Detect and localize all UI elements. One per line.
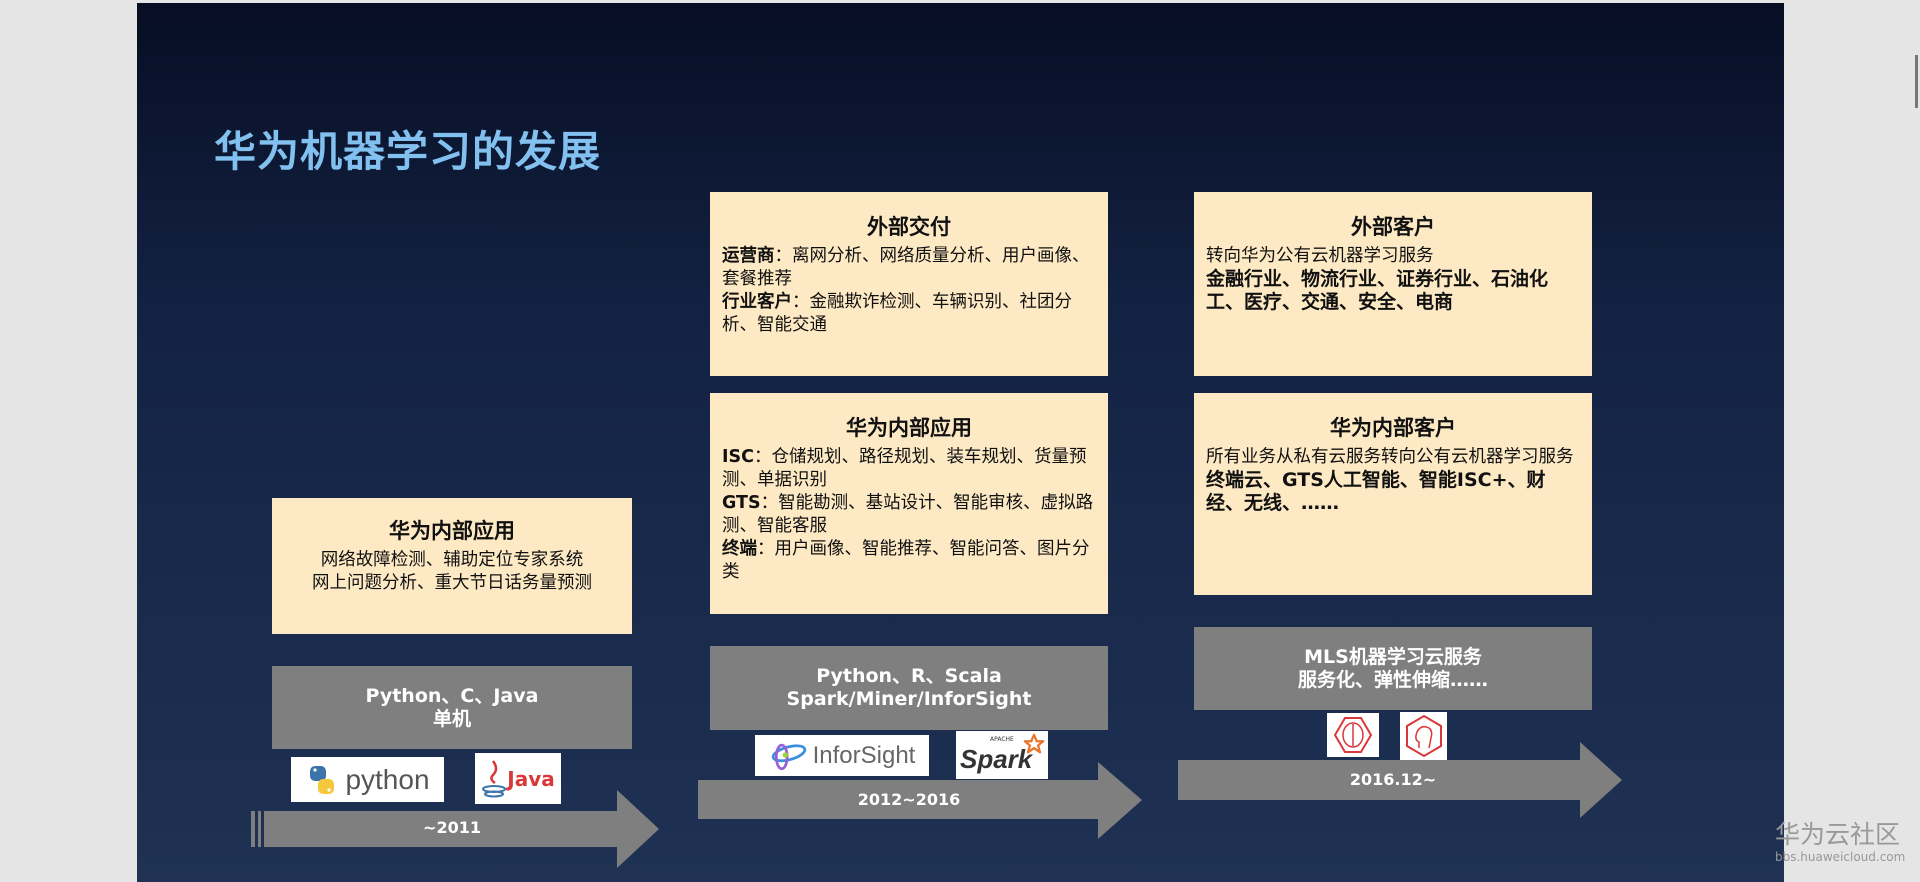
box-item: 行业客户：金融欺诈检测、车辆识别、社团分析、智能交通 [722, 292, 1072, 335]
internal-customer-box: 华为内部客户 所有业务从私有云服务转向公有云机器学习服务 终端云、GTS人工智能… [1194, 393, 1592, 595]
box-plain: 所有业务从私有云服务转向公有云机器学习服务 [1206, 447, 1574, 467]
tech-line: Spark/Miner/InforSight [786, 688, 1032, 710]
box-line: 网络故障检测、辅助定位专家系统 [320, 550, 584, 570]
tech-line: 单机 [432, 707, 471, 730]
watermark-name: 华为云社区 [1775, 820, 1901, 849]
scrollbar[interactable] [1915, 55, 1918, 108]
java-logo-text: Java [507, 766, 555, 791]
inforsight-logo: InforSight [755, 735, 929, 776]
tech-line: Python、C、Java [365, 684, 539, 707]
box-heading: 华为内部客户 [1330, 416, 1456, 440]
tech-box-2016: MLS机器学习云服务 服务化、弹性伸缩…… [1194, 627, 1592, 710]
python-logo-text: python [345, 763, 430, 795]
spark-logo-text: Spark [960, 744, 1033, 774]
box-item: GTS：智能勘测、基站设计、智能审核、虚拟路测、智能客服 [722, 493, 1094, 536]
box-heading: 外部客户 [1351, 215, 1435, 239]
external-delivery-box: 外部交付 运营商：离网分析、网络质量分析、用户画像、套餐推荐 行业客户：金融欺诈… [710, 192, 1108, 376]
spark-logo: APACHE Spark [956, 731, 1048, 779]
inforsight-logo-text: InforSight [812, 741, 916, 769]
java-logo: Java [475, 753, 561, 804]
timeline-arrow-2012 [698, 762, 1144, 840]
butterfly-icon [771, 743, 806, 770]
timeline-arrow-2016 [1178, 742, 1624, 820]
box-item: 运营商：离网分析、网络质量分析、用户画像、套餐推荐 [722, 246, 1090, 289]
tech-box-2011: Python、C、Java 单机 [272, 666, 632, 749]
java-cup-icon [482, 759, 507, 797]
internal-app-box-2012: 华为内部应用 ISC：仓储规划、路径规划、装车规划、货量预测、单据识别 GTS：… [710, 393, 1108, 614]
tech-box-2012: Python、R、Scala Spark/Miner/InforSight [710, 646, 1108, 730]
watermark-url: bbs.huaweicloud.com [1775, 850, 1906, 864]
python-icon [310, 765, 335, 794]
tech-line: Python、R、Scala [816, 665, 1002, 687]
internal-app-box-2011: 华为内部应用 网络故障检测、辅助定位专家系统 网上问题分析、重大节日话务量预测 [272, 498, 632, 634]
period-label: ~2011 [423, 818, 481, 837]
box-heading: 外部交付 [867, 215, 951, 239]
box-line: 网上问题分析、重大节日话务量预测 [312, 573, 592, 593]
python-logo: python [291, 757, 444, 802]
period-label: 2016.12~ [1349, 770, 1437, 789]
watermark: 华为云社区 bbs.huaweicloud.com [1775, 820, 1905, 864]
box-item: 终端：用户画像、智能推荐、智能问答、图片分类 [722, 539, 1090, 582]
slide-title: 华为机器学习的发展 [214, 127, 602, 176]
star-icon [1023, 733, 1045, 754]
head-icon [1400, 712, 1447, 760]
apache-text: APACHE [990, 736, 1014, 743]
external-customer-box: 外部客户 转向华为公有云机器学习服务 金融行业、物流行业、证券行业、石油化工、医… [1194, 192, 1592, 376]
brain-icon [1327, 713, 1379, 757]
box-heading: 华为内部应用 [846, 416, 972, 440]
box-heading: 华为内部应用 [389, 519, 515, 543]
box-bold: 终端云、GTS人工智能、智能ISC+、财经、无线、…… [1206, 469, 1546, 514]
box-bold: 金融行业、物流行业、证券行业、石油化工、医疗、交通、安全、电商 [1206, 268, 1549, 313]
period-label: 2012~2016 [857, 790, 961, 809]
timeline-arrow-2011 [251, 790, 661, 868]
box-item: ISC：仓储规划、路径规划、装车规划、货量预测、单据识别 [722, 447, 1087, 490]
tech-line: 服务化、弹性伸缩…… [1297, 668, 1488, 691]
box-plain: 转向华为公有云机器学习服务 [1206, 246, 1434, 266]
tech-line: MLS机器学习云服务 [1304, 645, 1482, 668]
